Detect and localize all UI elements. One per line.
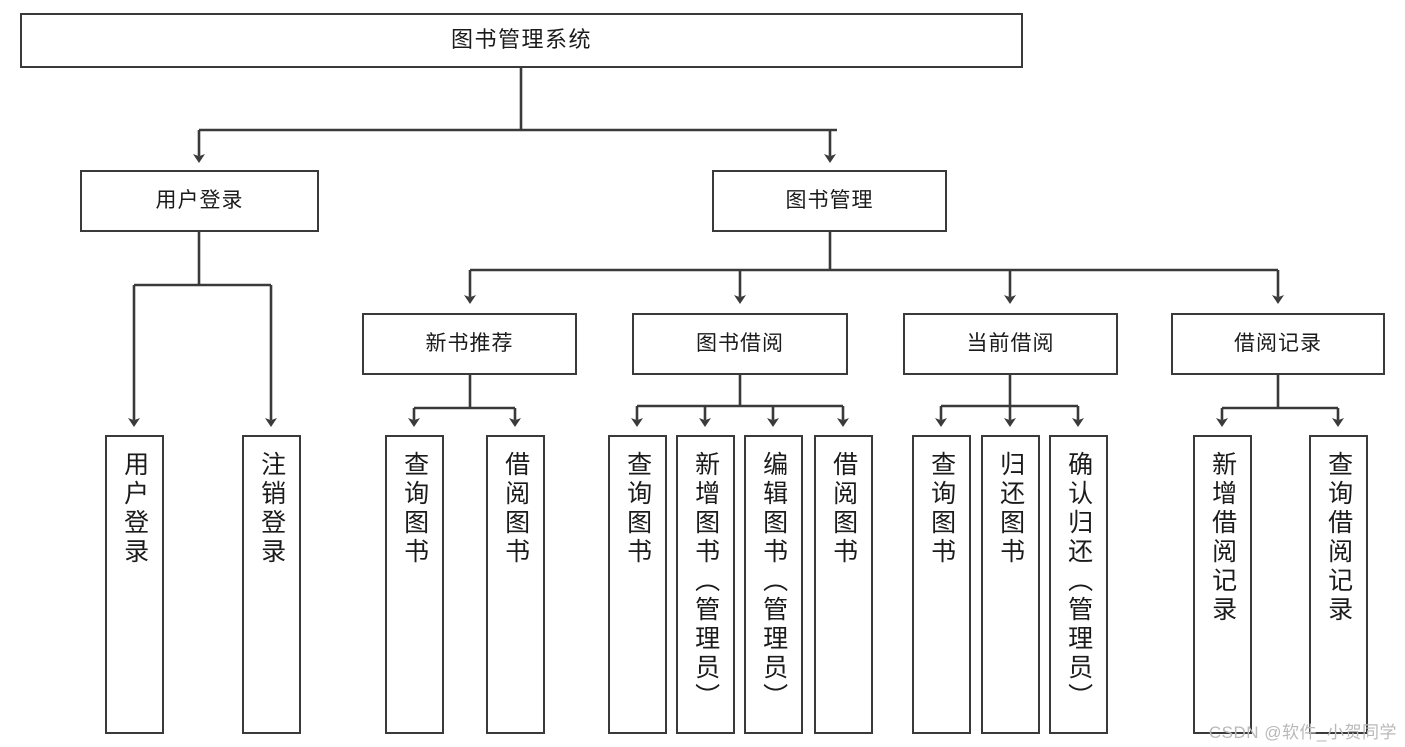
leaf-query-book-new[interactable]: 查询图书 (385, 435, 444, 734)
leaf-query-borrow-record[interactable]: 查询借阅记录 (1309, 435, 1368, 734)
node-label: 当前借阅 (966, 332, 1055, 356)
node-label: 图书借阅 (696, 332, 784, 356)
leaf-edit-book-admin[interactable]: 编辑图书（管理员） (744, 435, 803, 734)
node-label: 新书推荐 (425, 332, 514, 356)
node-label: 查询图书 (927, 451, 956, 567)
leaf-logout[interactable]: 注销登录 (242, 435, 301, 734)
leaf-user-login[interactable]: 用户登录 (105, 435, 164, 734)
node-current-borrow[interactable]: 当前借阅 (903, 313, 1118, 375)
node-label: 注销登录 (257, 451, 286, 567)
leaf-add-book-admin[interactable]: 新增图书（管理员） (676, 435, 735, 734)
leaf-add-borrow-record[interactable]: 新增借阅记录 (1193, 435, 1252, 734)
node-borrow-record[interactable]: 借阅记录 (1171, 313, 1385, 375)
node-label: 新增图书（管理员） (691, 451, 720, 712)
node-root-system[interactable]: 图书管理系统 (20, 13, 1023, 68)
node-label: 借阅记录 (1234, 332, 1322, 356)
node-label: 图书管理系统 (450, 27, 592, 53)
node-book-borrow[interactable]: 图书借阅 (632, 313, 848, 375)
node-label: 借阅图书 (829, 451, 858, 567)
node-label: 图书管理 (785, 189, 874, 213)
node-label: 用户登录 (120, 451, 149, 567)
csdn-watermark: CSDN @软件_小贺同学 (1208, 723, 1397, 742)
node-label: 查询图书 (400, 451, 429, 567)
node-label: 确认归还（管理员） (1064, 451, 1093, 712)
leaf-query-book-borrow[interactable]: 查询图书 (608, 435, 667, 734)
node-label: 新增借阅记录 (1208, 451, 1237, 625)
node-label: 借阅图书 (501, 451, 530, 567)
node-new-book-recommend[interactable]: 新书推荐 (362, 313, 577, 375)
node-label: 归还图书 (996, 451, 1025, 567)
node-label: 用户登录 (155, 189, 244, 213)
node-book-management[interactable]: 图书管理 (712, 170, 947, 232)
leaf-borrow-book-new[interactable]: 借阅图书 (486, 435, 545, 734)
node-label: 查询图书 (623, 451, 652, 567)
node-label: 查询借阅记录 (1324, 451, 1353, 625)
leaf-query-book-current[interactable]: 查询图书 (912, 435, 971, 734)
node-label: 编辑图书（管理员） (759, 451, 788, 712)
node-user-login[interactable]: 用户登录 (80, 170, 319, 232)
leaf-borrow-book[interactable]: 借阅图书 (814, 435, 873, 734)
leaf-return-book[interactable]: 归还图书 (981, 435, 1040, 734)
leaf-confirm-return-admin[interactable]: 确认归还（管理员） (1049, 435, 1108, 734)
